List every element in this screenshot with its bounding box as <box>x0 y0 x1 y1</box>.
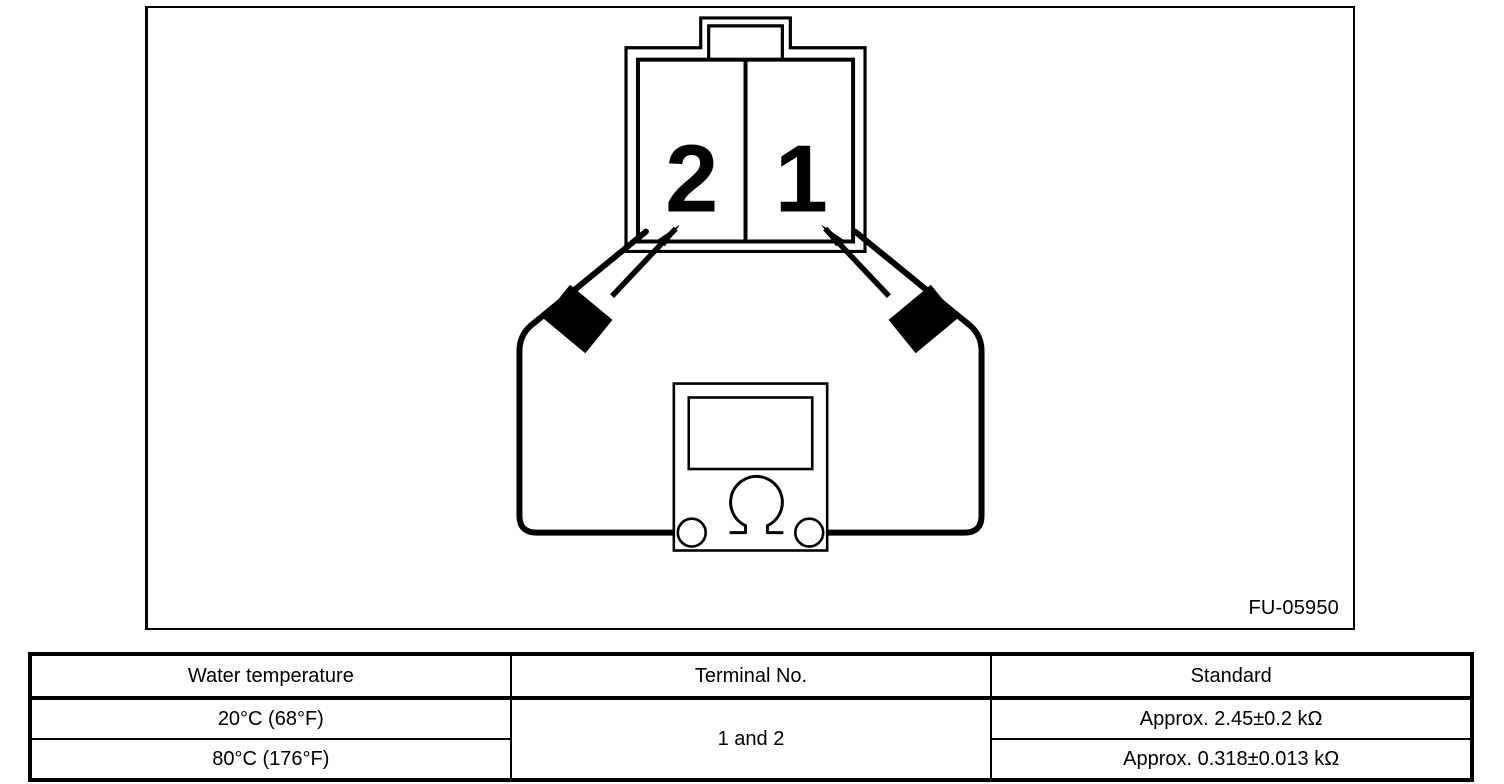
header-water-temperature: Water temperature <box>28 652 512 700</box>
test-lead-right <box>807 228 985 536</box>
connector-top-tab <box>707 24 784 60</box>
probe-tip-left <box>610 224 680 299</box>
probe-body-left <box>542 284 613 354</box>
header-standard: Standard <box>990 652 1474 700</box>
cell-terminal-no: 1 and 2 <box>509 697 993 782</box>
test-lead-left <box>516 228 694 536</box>
header-terminal-no: Terminal No. <box>509 652 993 700</box>
figure-code-label: FU-05950 <box>1248 597 1339 619</box>
table-row: 80°C (176°F) Approx. 0.318±0.013 kΩ <box>28 738 1474 782</box>
terminal-label-1: 1 <box>775 127 828 233</box>
ohmmeter-display <box>687 396 814 471</box>
cell-standard-80c: Approx. 0.318±0.013 kΩ <box>990 738 1474 782</box>
connector-measurement-diagram: 2 1 <box>516 16 985 552</box>
probe-body-right <box>888 284 959 354</box>
table-row: 20°C (68°F) 1 and 2 Approx. 2.45±0.2 kΩ <box>28 697 1474 782</box>
probe-tip-right <box>821 224 891 299</box>
ohm-symbol <box>729 474 784 535</box>
cell-standard-20c: Approx. 2.45±0.2 kΩ <box>990 697 1474 740</box>
cell-water-temperature-20c: 20°C (68°F) <box>28 697 512 740</box>
terminal-label-2: 2 <box>665 127 718 233</box>
specification-table: Water temperature Terminal No. Standard … <box>28 652 1474 782</box>
cell-water-temperature-80c: 80°C (176°F) <box>28 738 512 782</box>
connector-outer-shell <box>624 16 867 254</box>
figure-frame: 2 1 FU-05950 <box>145 6 1355 630</box>
table-header-row: Water temperature Terminal No. Standard <box>28 652 1474 700</box>
ohmmeter-jack-right <box>794 517 825 548</box>
ohmmeter-jack-left <box>676 517 707 548</box>
